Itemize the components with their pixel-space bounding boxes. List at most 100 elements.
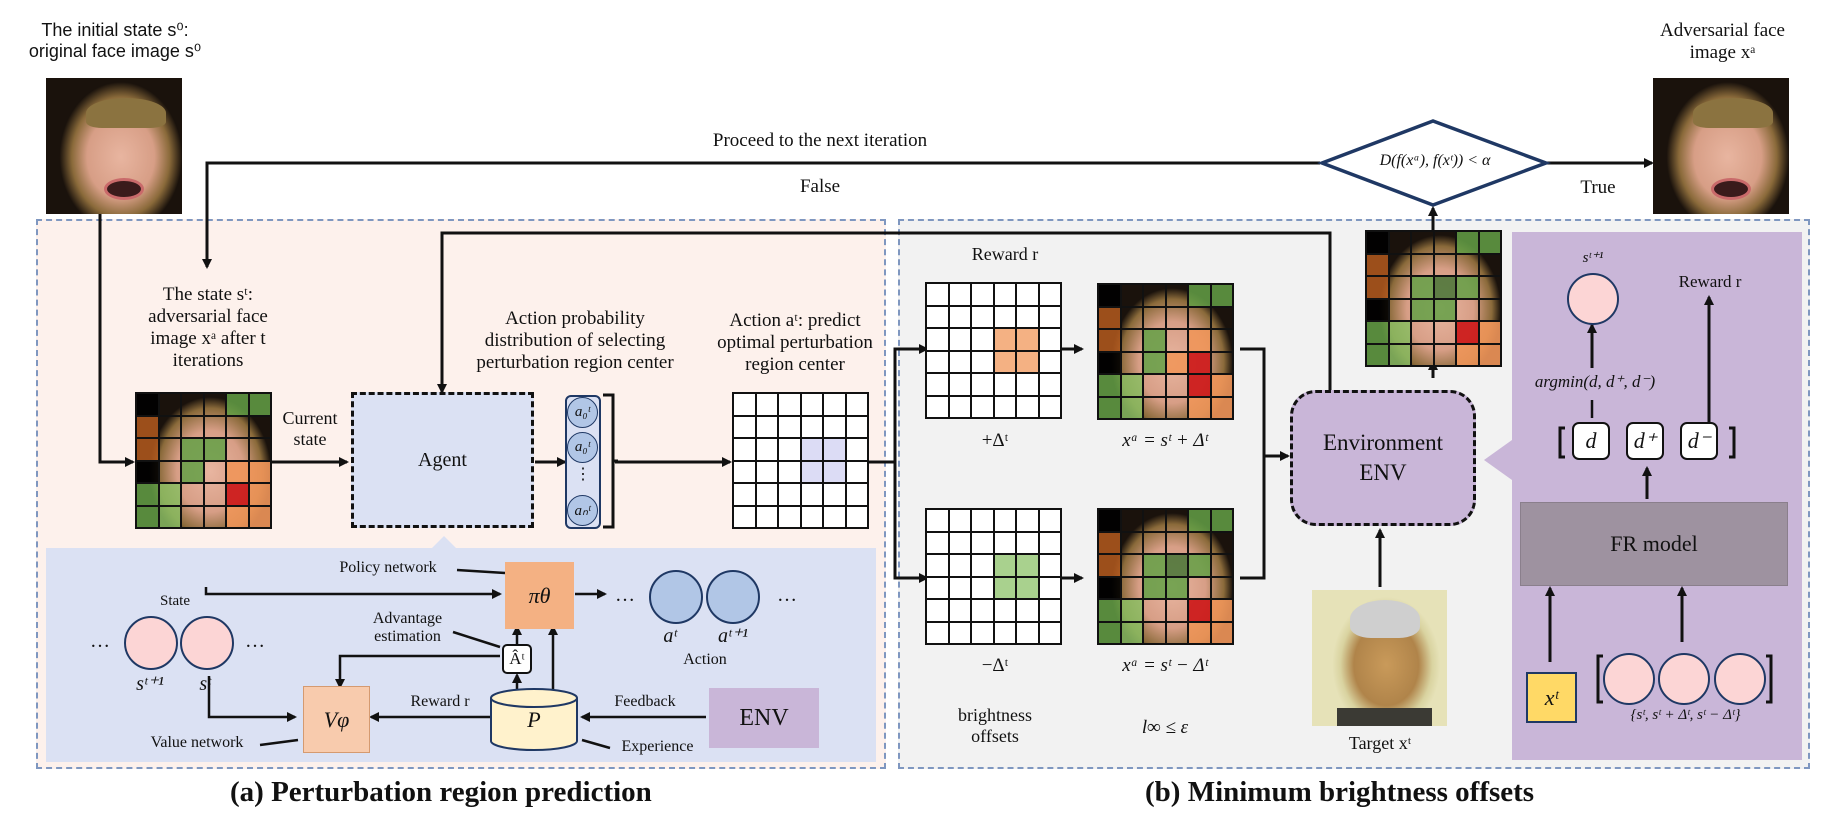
minus-delta-grid-cell [948, 531, 971, 554]
plus-delta-grid-cell [1016, 283, 1039, 306]
rl-env-box[interactable]: ENV [709, 688, 819, 748]
d-plus-box: d⁺ [1626, 422, 1664, 460]
plus-delta-grid-cell [993, 283, 1016, 306]
value-network-box[interactable]: Vφ [303, 686, 370, 753]
selected-grid-cell [1433, 343, 1456, 366]
minus-delta-grid-cell [971, 576, 994, 599]
action-grid-cell [733, 393, 756, 416]
advantage-line2: estimation [374, 628, 441, 646]
state-grid-cell [203, 483, 226, 506]
plus-delta-grid-cell [926, 305, 949, 328]
state-grid-cell [181, 505, 204, 528]
state-grid-cell [226, 438, 249, 461]
plus-delta-grid-cell [993, 395, 1016, 418]
plus-grid-cell [1165, 374, 1188, 397]
fr-arrows [1545, 295, 1714, 662]
minus-delta-grid-cell [948, 621, 971, 644]
plus-grid-cell [1120, 306, 1143, 329]
brightness-offsets-label: brightness offsets [940, 705, 1050, 746]
selected-grid-cell [1366, 343, 1389, 366]
selected-grid-cell [1456, 253, 1479, 276]
action-grid-cell [845, 415, 868, 438]
fr-reward-label: Reward r [1678, 272, 1742, 291]
ellipsis-action-left: … [615, 584, 635, 606]
state-grid-cell [158, 438, 181, 461]
minus-delta-label: −Δᵗ [981, 655, 1009, 676]
selected-grid-cell [1433, 321, 1456, 344]
action-grid-cell [733, 505, 756, 528]
action-prob-node-1-label: a₀ᵗ [574, 439, 591, 455]
state-node-current [180, 616, 234, 670]
minus-delta-grid-cell [1038, 599, 1061, 622]
minus-grid-cell [1210, 531, 1233, 554]
selected-grid-cell [1366, 298, 1389, 321]
action-description: Action aᵗ: predict optimal perturbation … [700, 310, 890, 376]
current-state-label: Current state [272, 408, 348, 449]
state-grid-cell [203, 438, 226, 461]
selected-grid-cell [1366, 231, 1389, 254]
environment-box[interactable]: Environment ENV [1290, 390, 1476, 526]
plus-grid-cell [1143, 284, 1166, 307]
plus-grid-cell [1143, 396, 1166, 419]
state-grid-cell [248, 393, 271, 416]
selected-grid-cell [1366, 276, 1389, 299]
plus-grid-cell [1210, 329, 1233, 352]
policy-network-box[interactable]: πθ [505, 562, 574, 629]
minus-delta-grid-cell [971, 509, 994, 532]
agent-box[interactable]: Agent [351, 392, 534, 528]
environment-label-line2: ENV [1359, 460, 1407, 485]
selected-grid-cell [1433, 298, 1456, 321]
minus-grid-cell [1120, 531, 1143, 554]
minus-grid-cell [1165, 621, 1188, 644]
selected-grid-cell [1411, 321, 1434, 344]
plus-delta-grid-cell [993, 328, 1016, 351]
plus-grid-cell [1098, 329, 1121, 352]
proceed-label: Proceed to the next iteration [712, 130, 928, 151]
minus-grid-cell [1188, 576, 1211, 599]
plus-delta-label: +Δᵗ [981, 430, 1009, 451]
minus-grid-cell [1210, 576, 1233, 599]
minus-delta-grid-cell [1038, 531, 1061, 554]
action-grid-cell [755, 483, 778, 506]
action-desc-line3: region center [745, 353, 845, 375]
plus-grid-cell [1165, 306, 1188, 329]
minus-delta-grid-cell [1016, 599, 1039, 622]
state-grid-cell [158, 393, 181, 416]
state-grid-cell [226, 415, 249, 438]
action-prob-ellipsis: ⋮ [575, 466, 591, 483]
minus-equation-label: xᵃ = sᵗ − Δᵗ [1122, 655, 1208, 676]
minus-delta-grid-cell [926, 599, 949, 622]
plus-delta-grid-cell [1038, 350, 1061, 373]
d-plus-label: d⁺ [1633, 428, 1657, 453]
plus-grid-cell [1188, 374, 1211, 397]
plus-grid-cell [1188, 284, 1211, 307]
fr-model-box[interactable]: FR model [1520, 502, 1788, 586]
state-description: The state sᵗ: adversarial face image xᵃ … [118, 284, 298, 371]
fr-set-brackets [1596, 654, 1773, 704]
plus-delta-grid-cell [1038, 373, 1061, 396]
plus-grid-cell [1098, 284, 1121, 307]
action-grid-cell [778, 460, 801, 483]
action-grid-cell [778, 393, 801, 416]
rl-action-label: Action [683, 651, 727, 668]
minus-grid-cell [1188, 509, 1211, 532]
experience-label: Experience [621, 738, 694, 755]
action-grid-cell [823, 483, 846, 506]
action-grid-cell [733, 483, 756, 506]
plus-delta-grid-cell [948, 350, 971, 373]
action-grid-cell [755, 415, 778, 438]
action-grid-cell [778, 483, 801, 506]
plus-delta-grid-cell [1016, 350, 1039, 373]
action-grid-cell [778, 415, 801, 438]
fr-candidate-node-1 [1603, 653, 1655, 705]
plus-grid-cell [1165, 329, 1188, 352]
plus-grid-cell [1098, 351, 1121, 374]
selected-grid-cell [1388, 321, 1411, 344]
selected-grid-cell [1411, 231, 1434, 254]
state-grid-cell [203, 415, 226, 438]
minus-grid-cell [1143, 531, 1166, 554]
plus-delta-grid-cell [1038, 395, 1061, 418]
plus-delta-grid-cell [971, 305, 994, 328]
selected-grid-cell [1411, 298, 1434, 321]
minus-grid-cell [1188, 554, 1211, 577]
